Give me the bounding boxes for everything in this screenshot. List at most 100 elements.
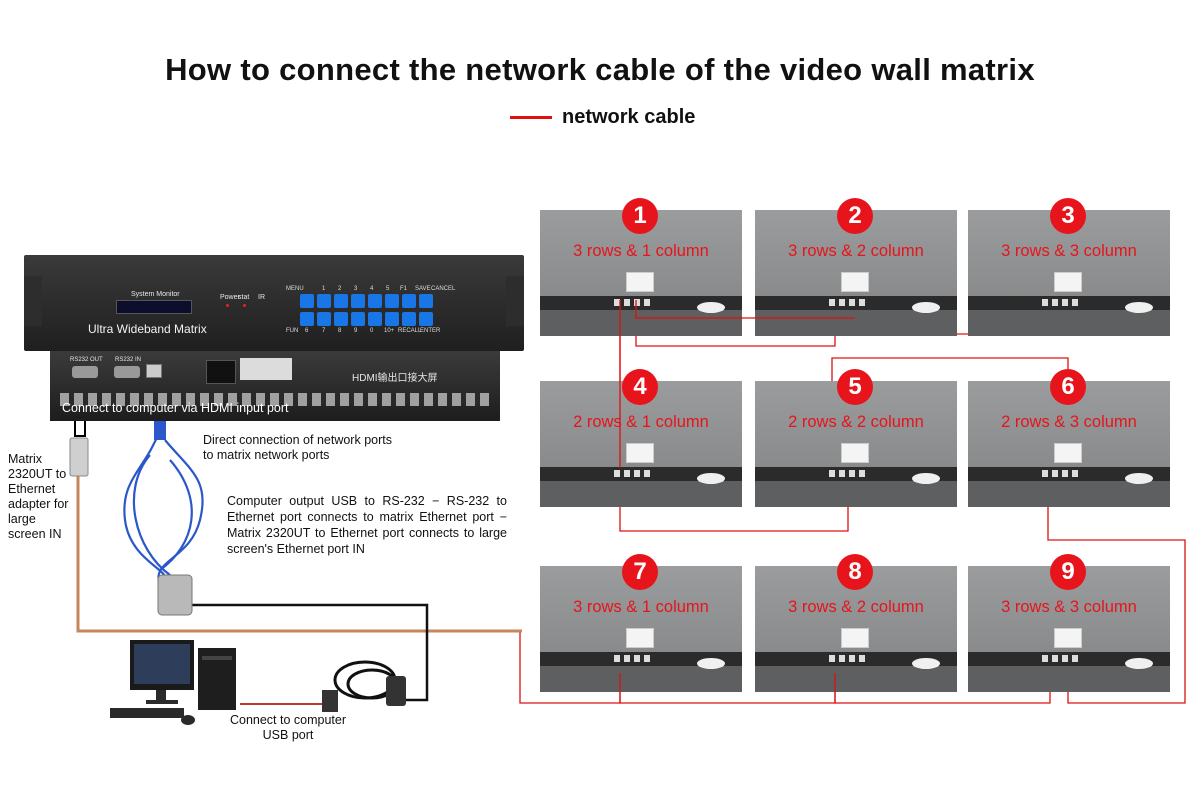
keypad-button[interactable] [402,294,416,308]
keypad-button[interactable] [317,312,331,326]
lcd-display [116,300,192,314]
screen-position-label: 2 rows & 2 column [788,413,924,431]
adapter-cable [76,476,522,633]
screen-bezel [968,310,1170,336]
screen-sticker-icon [626,443,654,463]
screen-sticker-icon [626,628,654,648]
screen-tile: 8 3 rows & 2 column [755,554,957,692]
rack-ear-right [506,276,524,326]
key-label: SAVE [415,286,431,292]
keypad-button[interactable] [402,312,416,326]
screen-tile: 2 3 rows & 2 column [755,198,957,336]
key-label: F1 [400,286,408,292]
usb-port-annotation: Connect to computer USB port [229,713,347,742]
screen-tile: 3 3 rows & 3 column [968,198,1170,336]
blue-network-cable [123,429,204,586]
matrix-front-panel [24,255,524,351]
screen-sticker-icon [1054,628,1082,648]
key-label: 7 [322,328,326,334]
keypad-button[interactable] [334,294,348,308]
screen-number-badge: 8 [837,554,873,590]
legend: network cable [510,105,695,129]
keypad-button[interactable] [385,294,399,308]
adapter-annotation: Matrix 2320UT to Ethernet adapter for la… [8,452,69,541]
keypad-button[interactable] [419,294,433,308]
ir-label: IR [258,294,265,301]
screen-sticker-icon [841,628,869,648]
screen-bezel [540,666,742,692]
device-name: Ultra Wideband Matrix [88,322,207,336]
screen-ports-icon [829,470,869,477]
screen-number-badge: 5 [837,369,873,405]
screen-bezel [968,481,1170,507]
screen-bezel [755,310,957,336]
keypad-button[interactable] [368,294,382,308]
hdmi-port-row [60,393,490,406]
screen-number-badge: 7 [622,554,658,590]
screen-tile: 7 3 rows & 1 column [540,554,742,692]
key-label: 8 [338,328,342,334]
keypad-button[interactable] [385,312,399,326]
key-label: RECALL [398,328,422,334]
rs232-out-port-icon [72,366,98,378]
screen-tile: 4 2 rows & 1 column [540,369,742,507]
key-label: 0 [370,328,374,334]
screen-number-badge: 6 [1050,369,1086,405]
keypad-button[interactable] [334,312,348,326]
key-label: 4 [370,286,374,292]
power-socket-icon [206,360,236,384]
keypad-button[interactable] [300,294,314,308]
usb-cable [190,603,429,702]
screen-number-badge: 2 [837,198,873,234]
screen-oval-icon [697,658,725,669]
screen-ports-icon [829,655,869,662]
screen-position-label: 3 rows & 1 column [573,598,709,616]
keypad-button[interactable] [317,294,331,308]
key-label: 2 [338,286,342,292]
key-label: 1 [322,286,326,292]
screen-number-badge: 3 [1050,198,1086,234]
screen-position-label: 3 rows & 3 column [1001,598,1137,616]
warning-label-icon [240,358,292,380]
power-led-icon [226,304,229,307]
keypad-button[interactable] [419,312,433,326]
screen-ports-icon [614,655,654,662]
screen-bezel [540,310,742,336]
screen-oval-icon [912,658,940,669]
screen-position-label: 3 rows & 2 column [788,242,924,260]
screen-oval-icon [912,473,940,484]
rs232-in-label: RS232 IN [115,357,142,363]
key-label: MENU [286,286,304,292]
screen-sticker-icon [841,443,869,463]
rs232-in-port-icon [114,366,140,378]
screen-ports-icon [1042,470,1082,477]
screen-tile: 5 2 rows & 2 column [755,369,957,507]
rj45-plug-icon [154,420,166,440]
screen-tile: 1 3 rows & 1 column [540,198,742,336]
keypad-button[interactable] [300,312,314,326]
keypad-button[interactable] [351,312,365,326]
screen-oval-icon [912,302,940,313]
screen-sticker-icon [841,272,869,292]
legend-line-swatch [510,115,552,119]
screen-position-label: 2 rows & 1 column [573,413,709,431]
screen-tile: 9 3 rows & 3 column [968,554,1170,692]
screen-sticker-icon [626,272,654,292]
lcd-label: System Monitor [131,291,180,298]
key-label: 10+ [384,328,395,334]
screen-position-label: 2 rows & 3 column [1001,413,1137,431]
rs232-out-label: RS232 OUT [70,357,103,363]
screen-oval-icon [697,302,725,313]
legend-label: network cable [562,105,696,128]
keypad-button[interactable] [351,294,365,308]
key-label: 9 [354,328,358,334]
screen-ports-icon [1042,299,1082,306]
hdmi-input-caption: Connect to computer via HDMI input port [62,401,289,415]
keypad-button[interactable] [368,312,382,326]
direct-connection-annotation: Direct connection of network ports to ma… [203,433,392,462]
screen-bezel [540,481,742,507]
screen-bezel [755,481,957,507]
screen-bezel [968,666,1170,692]
screen-ports-icon [614,470,654,477]
screen-ports-icon [829,299,869,306]
